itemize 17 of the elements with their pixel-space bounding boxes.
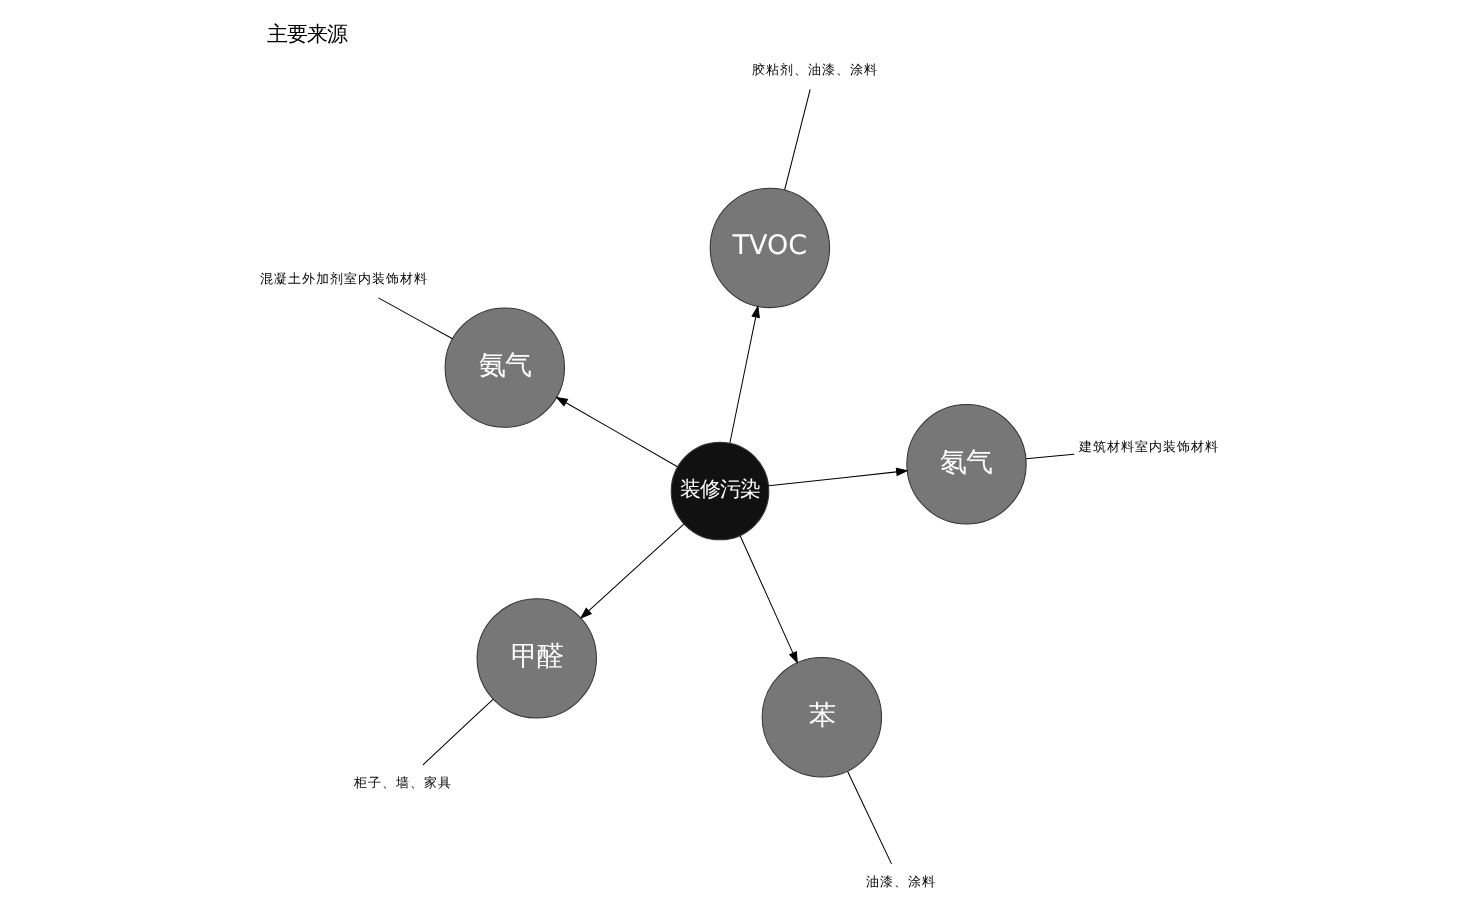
arrow <box>579 523 685 620</box>
node-circle: 苯 <box>761 657 883 778</box>
connector <box>847 770 893 865</box>
connector <box>377 297 453 340</box>
connector <box>1025 453 1075 460</box>
node-circle: 装修污染 <box>670 441 770 541</box>
connector <box>422 698 494 766</box>
node-circle: 甲醛 <box>476 598 597 719</box>
node-circle: 氨气 <box>444 307 565 428</box>
arrow <box>555 396 678 468</box>
arrow <box>729 305 760 444</box>
arrow <box>768 467 909 487</box>
node-circle: TVOC <box>709 187 831 309</box>
arrow <box>739 535 798 665</box>
node-circle: 氡气 <box>906 404 1027 525</box>
diagram-title: 主要来源 <box>267 23 348 48</box>
connector <box>784 88 811 191</box>
